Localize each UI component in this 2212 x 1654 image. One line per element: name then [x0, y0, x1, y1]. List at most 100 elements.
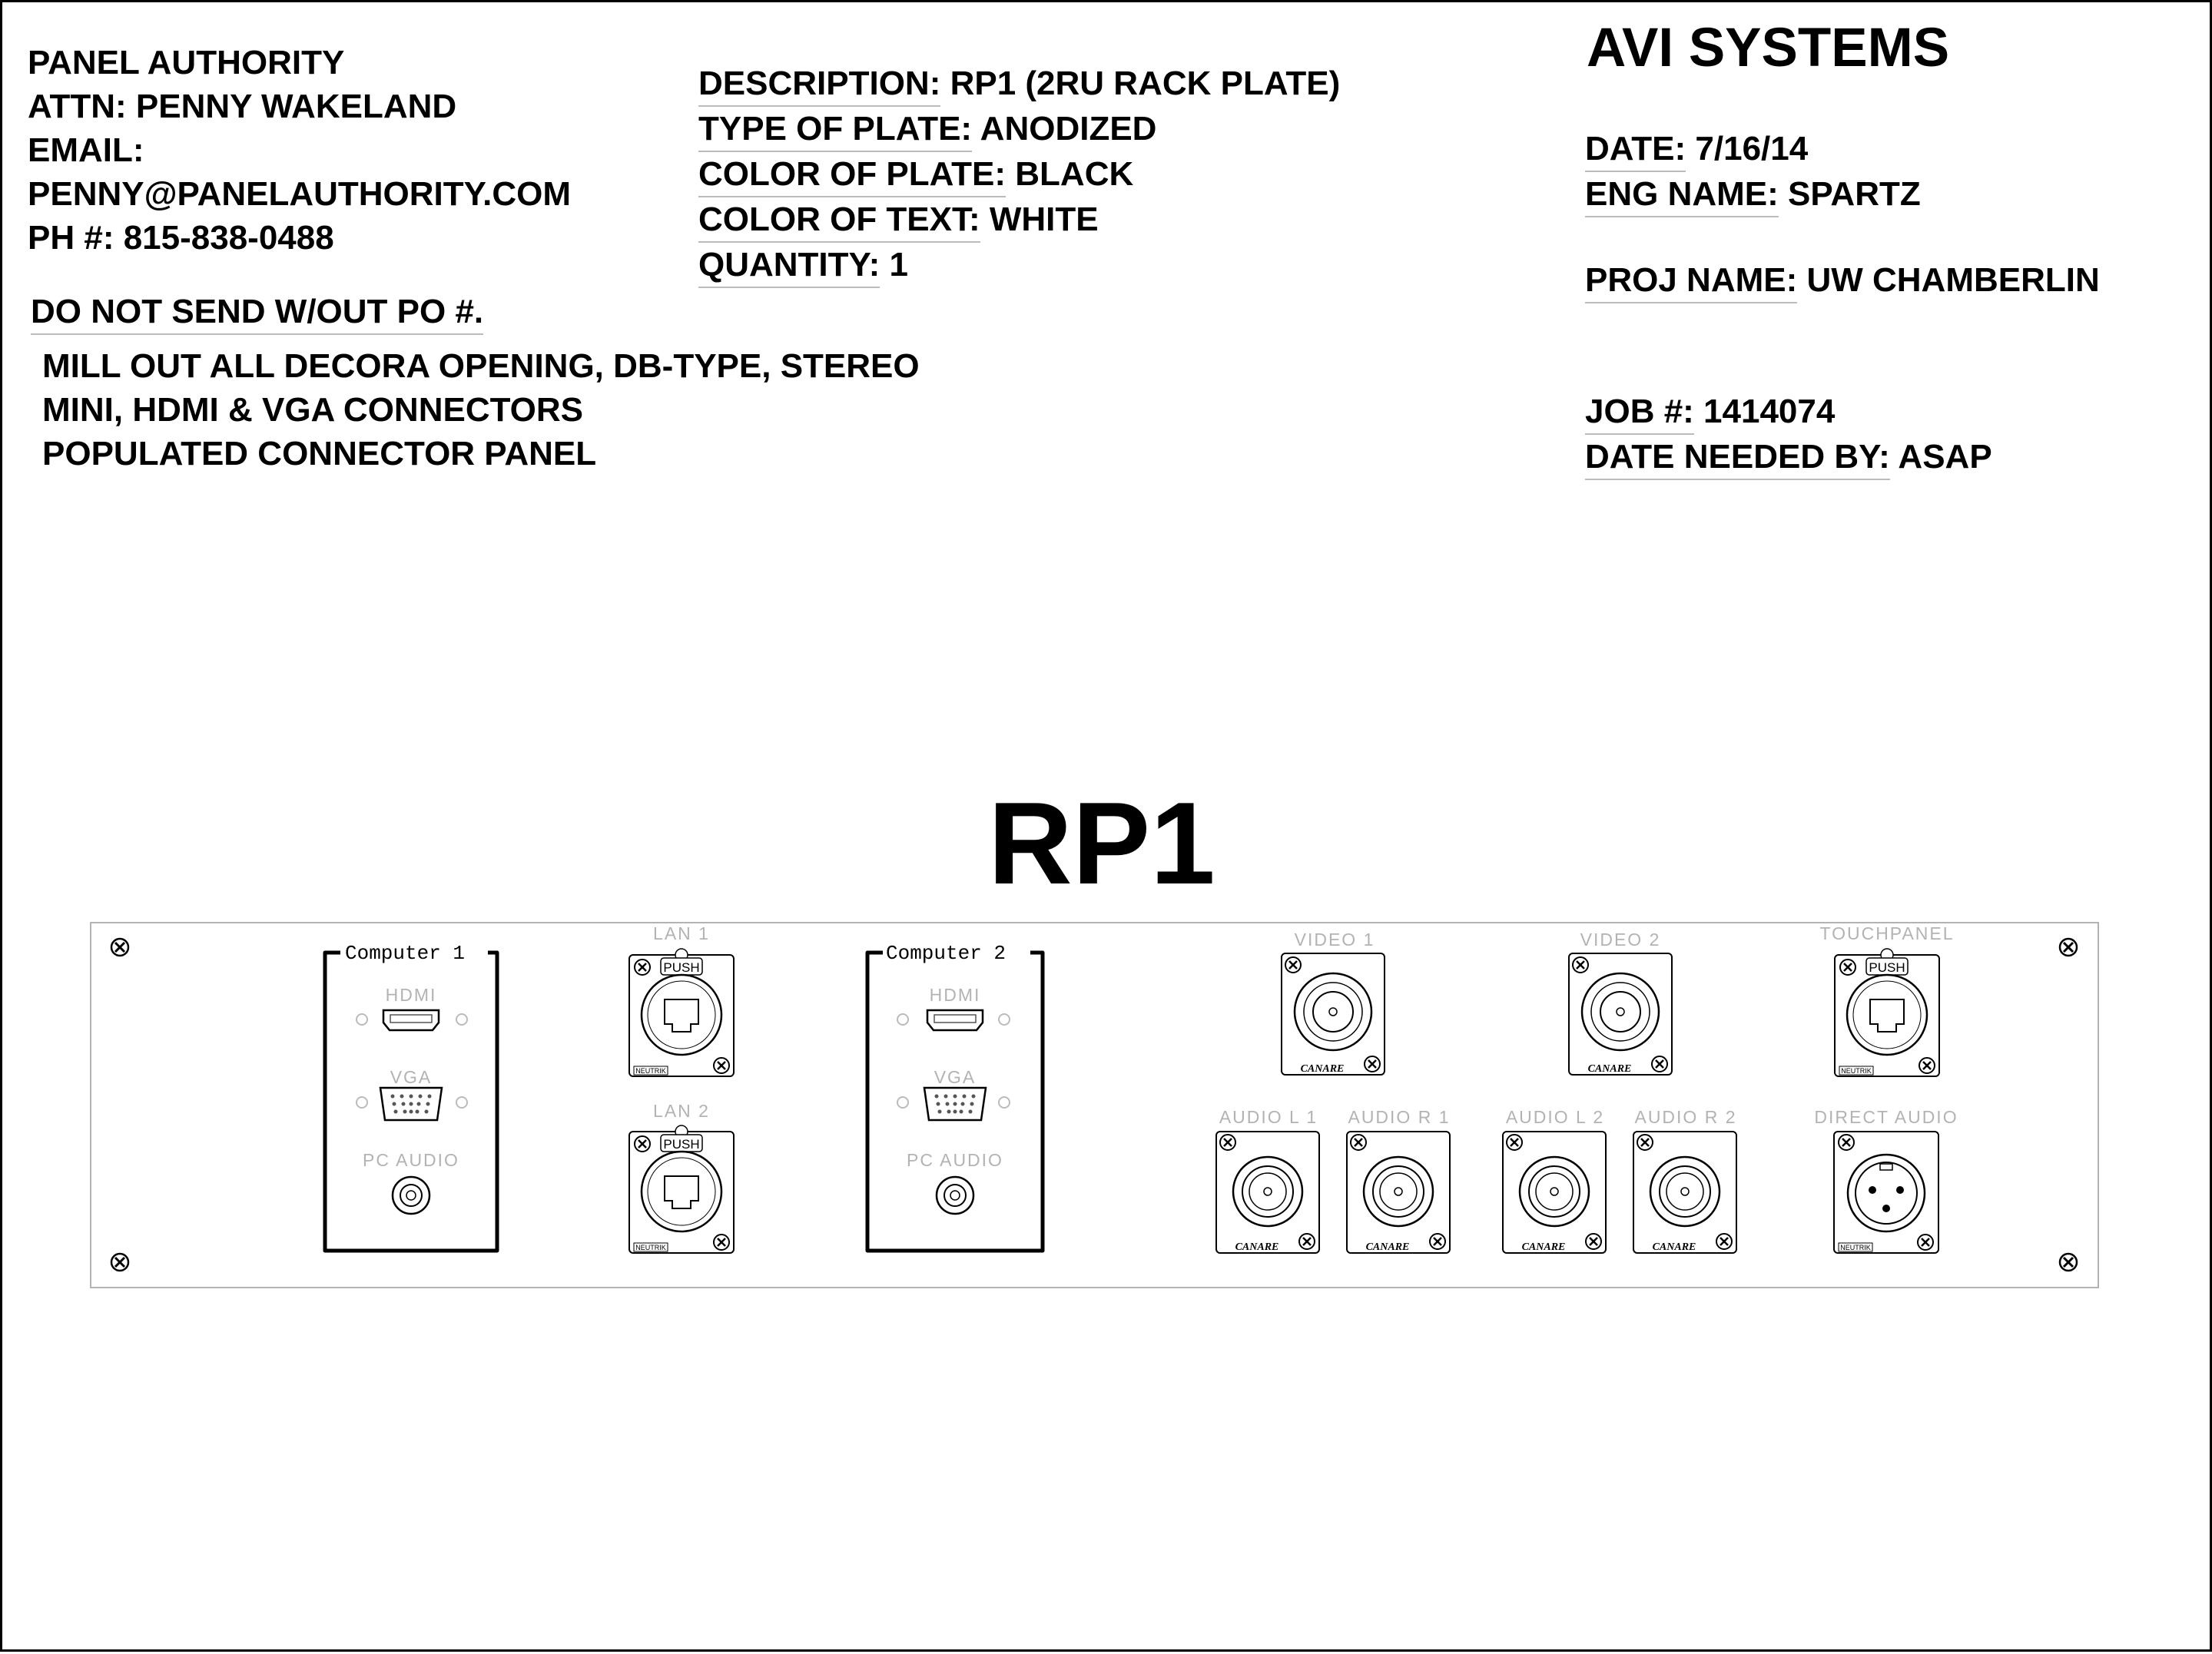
- company-info-1: DATE: 7/16/14 ENG NAME: SPARTZ: [1585, 127, 1921, 217]
- plate-title: RP1: [988, 778, 1215, 909]
- connector-screw-icon: [712, 1233, 731, 1251]
- canare-logo: CANARE: [1235, 1241, 1279, 1253]
- connector-screw-icon: [1636, 1133, 1654, 1152]
- rj45-port-icon: [1869, 999, 1905, 1033]
- push-label: PUSH: [1869, 960, 1905, 975]
- spec-quantity: QUANTITY: 1: [698, 243, 1340, 288]
- touchpanel-connector: TOUCHPANEL PUSH NEUTRIK: [1819, 923, 1953, 1077]
- video-2-label: VIDEO 2: [1580, 930, 1661, 950]
- mount-screw-icon: [110, 937, 130, 957]
- lan-2-label: LAN 2: [653, 1101, 710, 1121]
- rj45-port-icon: [664, 1175, 699, 1209]
- mount-screw-icon: [110, 1252, 130, 1272]
- mill-note-3: POPULATED CONNECTOR PANEL: [42, 435, 597, 472]
- lan-2-connector: LAN 2 PUSH NEUTRIK: [628, 1101, 735, 1254]
- connector-screw-icon: [633, 958, 652, 976]
- connector-screw-icon: [1837, 1133, 1855, 1152]
- connector-screw-icon: [1284, 956, 1302, 974]
- audio-r-2-connector: AUDIO R 2 CANARE: [1633, 1107, 1737, 1254]
- company-info-2: JOB #: 1414074 DATE NEEDED BY: ASAP: [1585, 389, 1992, 480]
- connector-screw-icon: [1298, 1232, 1316, 1251]
- audio-r-1-label: AUDIO R 1: [1348, 1107, 1450, 1127]
- computer-2-pc-audio-label: PC AUDIO: [907, 1150, 1003, 1170]
- eng-name-row: ENG NAME: SPARTZ: [1585, 172, 1921, 217]
- computer-2-group: Computer 2 HDMI VGA PC AUDIO: [865, 942, 1045, 1253]
- video-2-connector: VIDEO 2 CANARE: [1568, 930, 1673, 1076]
- neutrik-logo: NEUTRIK: [1840, 1244, 1871, 1251]
- audio-r-1-connector: AUDIO R 1 CANARE: [1346, 1107, 1451, 1254]
- mill-note-1: MILL OUT ALL DECORA OPENING, DB-TYPE, ST…: [42, 347, 920, 385]
- vendor-email-label: EMAIL:: [28, 131, 144, 169]
- computer-1-group: Computer 1 HDMI VGA PC AUDIO: [323, 942, 499, 1253]
- canare-logo: CANARE: [1653, 1241, 1696, 1253]
- connector-screw-icon: [1650, 1055, 1669, 1073]
- mill-notes: MILL OUT ALL DECORA OPENING, DB-TYPE, ST…: [42, 344, 920, 476]
- audio-l-2-label: AUDIO L 2: [1506, 1107, 1604, 1127]
- audio-l-1-label: AUDIO L 1: [1219, 1107, 1318, 1127]
- computer-2-box: [865, 950, 1045, 1253]
- lan-1-connector: LAN 1 PUSH NEUTRIK: [628, 923, 735, 1077]
- mount-screw-icon: [2058, 937, 2078, 957]
- proj-name-row: PROJ NAME: UW CHAMBERLIN: [1585, 258, 2100, 303]
- vendor-attn: ATTN: PENNY WAKELAND: [28, 88, 457, 125]
- canare-logo: CANARE: [1522, 1241, 1566, 1253]
- rca-jack-icon: [1242, 1165, 1294, 1218]
- rj45-port-icon: [664, 999, 699, 1033]
- computer-1-vga-label: VGA: [390, 1067, 433, 1087]
- neutrik-logo: NEUTRIK: [635, 1244, 666, 1251]
- spec-description: DESCRIPTION: RP1 (2RU RACK PLATE): [698, 61, 1340, 107]
- video-1-label: VIDEO 1: [1295, 930, 1375, 950]
- connector-screw-icon: [1916, 1233, 1935, 1251]
- stereo-mini-jack-icon: [935, 1175, 975, 1215]
- hdmi-port-icon: [926, 1009, 984, 1032]
- connector-screw-icon: [1505, 1133, 1524, 1152]
- date-row: DATE: 7/16/14: [1585, 127, 1921, 172]
- rca-jack-icon: [1528, 1165, 1580, 1218]
- push-label: PUSH: [663, 960, 699, 975]
- computer-1-label: Computer 1: [345, 942, 465, 965]
- computer-2-label: Computer 2: [886, 942, 1006, 965]
- vga-port-icon: [923, 1086, 987, 1122]
- connector-screw-icon: [1571, 956, 1590, 974]
- bnc-jack-icon: [1600, 991, 1641, 1033]
- company-name: AVI SYSTEMS: [1587, 18, 1950, 78]
- computer-2-vga-label: VGA: [934, 1067, 977, 1087]
- connector-screw-icon: [1839, 958, 1857, 976]
- computer-1-box: [323, 950, 499, 1253]
- neutrik-logo: NEUTRIK: [635, 1067, 666, 1075]
- connector-screw-icon: [633, 1135, 652, 1153]
- canare-logo: CANARE: [1301, 1063, 1345, 1075]
- vendor-name: PANEL AUTHORITY: [28, 44, 345, 81]
- push-label: PUSH: [663, 1137, 699, 1152]
- job-row: JOB #: 1414074: [1585, 389, 1992, 435]
- rca-jack-icon: [1372, 1165, 1424, 1218]
- connector-screw-icon: [1349, 1133, 1368, 1152]
- connector-screw-icon: [1428, 1232, 1447, 1251]
- lan-1-label: LAN 1: [653, 923, 710, 943]
- computer-1-hdmi-label: HDMI: [386, 985, 437, 1005]
- spec-text-color: COLOR OF TEXT: WHITE: [698, 197, 1340, 243]
- connector-screw-icon: [712, 1056, 731, 1075]
- hdmi-port-icon: [382, 1009, 440, 1032]
- video-1-connector: VIDEO 1 CANARE: [1281, 930, 1385, 1076]
- audio-r-2-label: AUDIO R 2: [1634, 1107, 1736, 1127]
- vga-port-icon: [379, 1086, 443, 1122]
- canare-logo: CANARE: [1588, 1063, 1632, 1075]
- spec-type: TYPE OF PLATE: ANODIZED: [698, 107, 1340, 152]
- computer-2-hdmi-label: HDMI: [930, 985, 981, 1005]
- audio-l-1-connector: AUDIO L 1 CANARE: [1215, 1107, 1320, 1254]
- date-needed-row: DATE NEEDED BY: ASAP: [1585, 435, 1992, 480]
- vendor-block: PANEL AUTHORITY ATTN: PENNY WAKELAND EMA…: [28, 41, 571, 260]
- mill-note-2: MINI, HDMI & VGA CONNECTORS: [42, 391, 584, 429]
- mount-screw-icon: [2058, 1252, 2078, 1272]
- neutrik-logo: NEUTRIK: [1841, 1067, 1872, 1075]
- connector-screw-icon: [1584, 1232, 1603, 1251]
- connector-screw-icon: [1363, 1055, 1381, 1073]
- rack-plate-outline: [90, 922, 2099, 1288]
- direct-audio-connector: DIRECT AUDIO NEUTRIK: [1814, 1107, 1957, 1254]
- bnc-jack-icon: [1312, 991, 1354, 1033]
- canare-logo: CANARE: [1366, 1241, 1410, 1253]
- connector-screw-icon: [1918, 1056, 1936, 1075]
